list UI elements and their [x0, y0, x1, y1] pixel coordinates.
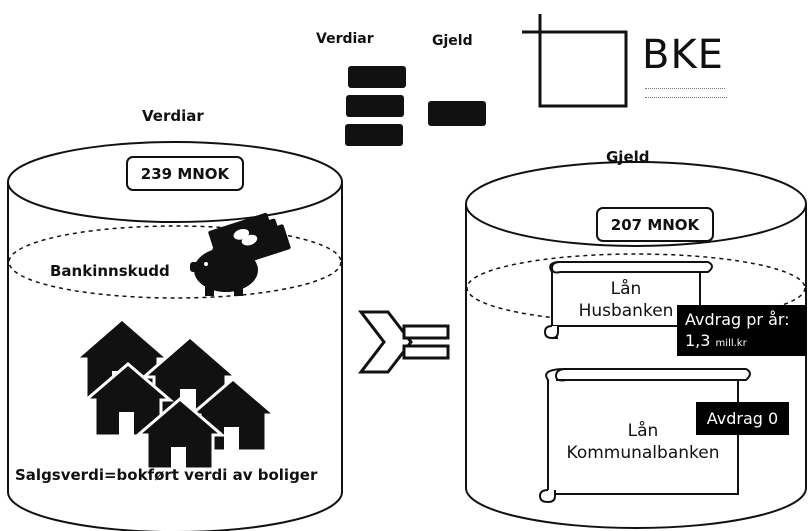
loan-kommunalbanken-line1: Lån: [627, 421, 659, 441]
callout-kommunalbanken-repayment: Avdrag 0: [696, 402, 789, 435]
logo-subtitle-line-1: [645, 88, 725, 92]
right-value-box: 207 MNOK: [596, 207, 714, 242]
legend-gjeld-label: Gjeld: [432, 33, 473, 49]
houses-icon: [71, 317, 280, 471]
callout-husbanken-repayment: Avdrag pr år: 1,3 mill.kr: [677, 305, 807, 356]
callout-husbanken-value-row: 1,3 mill.kr: [685, 330, 799, 354]
callout-husbanken-value: 1,3: [685, 331, 711, 350]
loan-kommunalbanken-line2: Kommunalbanken: [566, 443, 720, 463]
legend-gjeld-block: [428, 101, 486, 126]
loan-husbanken-line1: Lån: [610, 279, 642, 299]
callout-husbanken-unit: mill.kr: [715, 338, 747, 349]
scroll-kommunalbanken: [538, 368, 751, 504]
bke-logo-text: BKE: [642, 32, 724, 78]
loan-husbanken-line2: Husbanken: [578, 301, 674, 321]
greater-or-equal-symbol: [357, 310, 450, 374]
legend-verdiar-block-2: [346, 95, 404, 117]
right-cylinder-title: Gjeld: [606, 148, 650, 166]
left-value-box: 239 MNOK: [126, 156, 244, 191]
legend-verdiar-block-3: [345, 124, 403, 146]
legend-verdiar-label: Verdiar: [316, 31, 374, 47]
piggy-bank-icon: [190, 212, 291, 296]
loan-husbanken-text: Lån Husbanken: [552, 278, 700, 322]
callout-husbanken-line1: Avdrag pr år:: [685, 310, 790, 329]
sales-value-label: Salgsverdi=bokført verdi av boliger: [15, 466, 318, 484]
legend-verdiar-block-1: [348, 66, 406, 88]
bke-logo-mark: [522, 14, 628, 108]
logo-subtitle-line-2: [645, 97, 727, 101]
bank-deposit-label: Bankinnskudd: [50, 262, 170, 280]
scroll-husbanken: [543, 261, 713, 340]
loan-kommunalbanken-text: Lån Kommunalbanken: [548, 420, 738, 464]
left-cylinder-title: Verdiar: [142, 107, 204, 125]
